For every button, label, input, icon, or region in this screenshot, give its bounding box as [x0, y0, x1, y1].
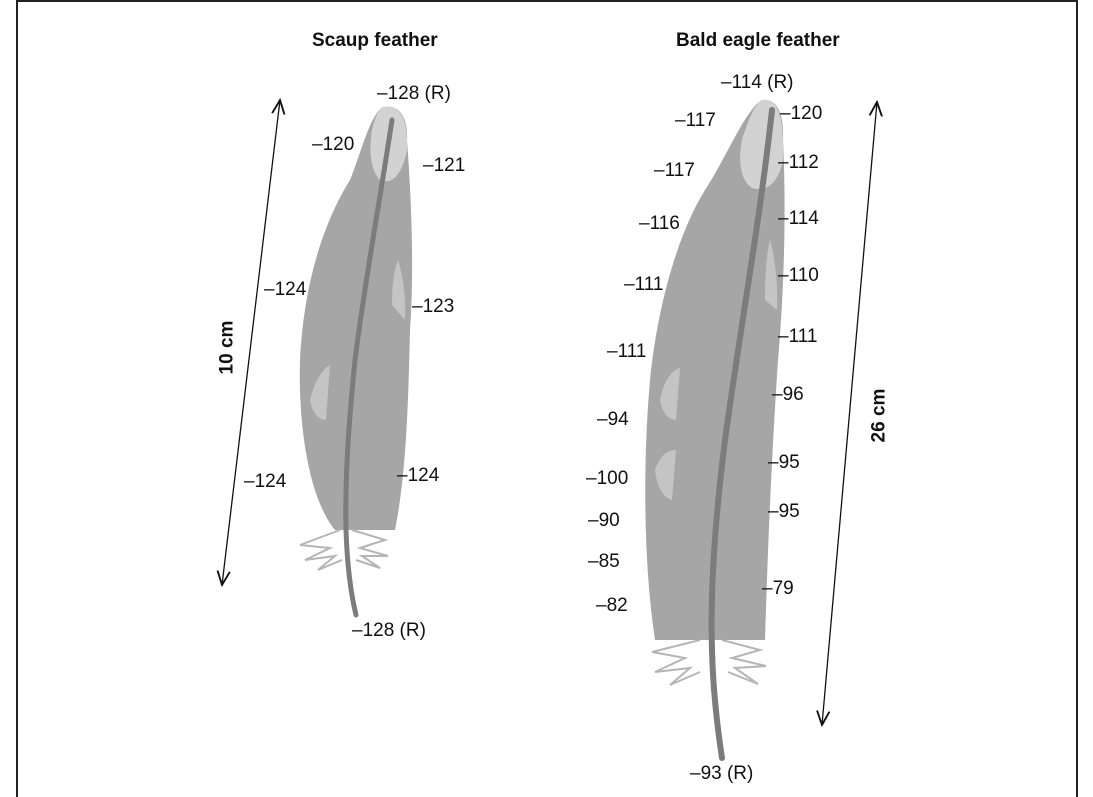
eagle-feather-illustration: [645, 100, 784, 758]
eagle-label-left-1: –117: [675, 111, 716, 130]
scaup-label-base: –128 (R): [352, 621, 426, 640]
eagle-label-right-2: –112: [778, 153, 819, 172]
eagle-label-right-4: –110: [778, 266, 819, 285]
eagle-label-left-2: –117: [654, 161, 695, 180]
scaup-label-right-2: –123: [412, 297, 454, 316]
scaup-label-right-3: –124: [397, 466, 439, 485]
eagle-label-left-5: –111: [607, 342, 646, 361]
scaup-label-right-1: –121: [423, 156, 465, 175]
eagle-label-right-1: –120: [780, 104, 822, 123]
scaup-scale-label: 10 cm: [217, 321, 236, 375]
scaup-label-left-3: –124: [244, 472, 286, 491]
eagle-label-tip: –114 (R): [721, 73, 794, 92]
eagle-label-left-4: –111: [624, 275, 663, 294]
eagle-label-right-3: –114: [778, 209, 819, 228]
eagle-label-left-7: –100: [586, 469, 628, 488]
eagle-label-base: –93 (R): [690, 764, 753, 783]
eagle-label-left-8: –90: [588, 511, 620, 530]
eagle-label-right-5: –111: [778, 327, 817, 346]
scaup-label-tip: –128 (R): [377, 84, 451, 103]
scaup-label-left-1: –120: [312, 135, 354, 154]
eagle-label-right-7: –95: [768, 453, 800, 472]
eagle-label-right-9: –79: [762, 579, 794, 598]
eagle-scale-label: 26 cm: [869, 389, 888, 443]
scaup-title: Scaup feather: [312, 31, 438, 50]
scaup-feather-illustration: [300, 107, 412, 615]
scaup-label-left-2: –124: [264, 280, 306, 299]
eagle-label-right-6: –96: [772, 385, 804, 404]
eagle-label-right-8: –95: [768, 502, 800, 521]
eagle-label-left-3: –116: [639, 214, 680, 233]
eagle-title: Bald eagle feather: [676, 31, 840, 50]
eagle-label-left-10: –82: [596, 596, 628, 615]
eagle-label-left-6: –94: [597, 410, 629, 429]
eagle-label-left-9: –85: [588, 552, 620, 571]
